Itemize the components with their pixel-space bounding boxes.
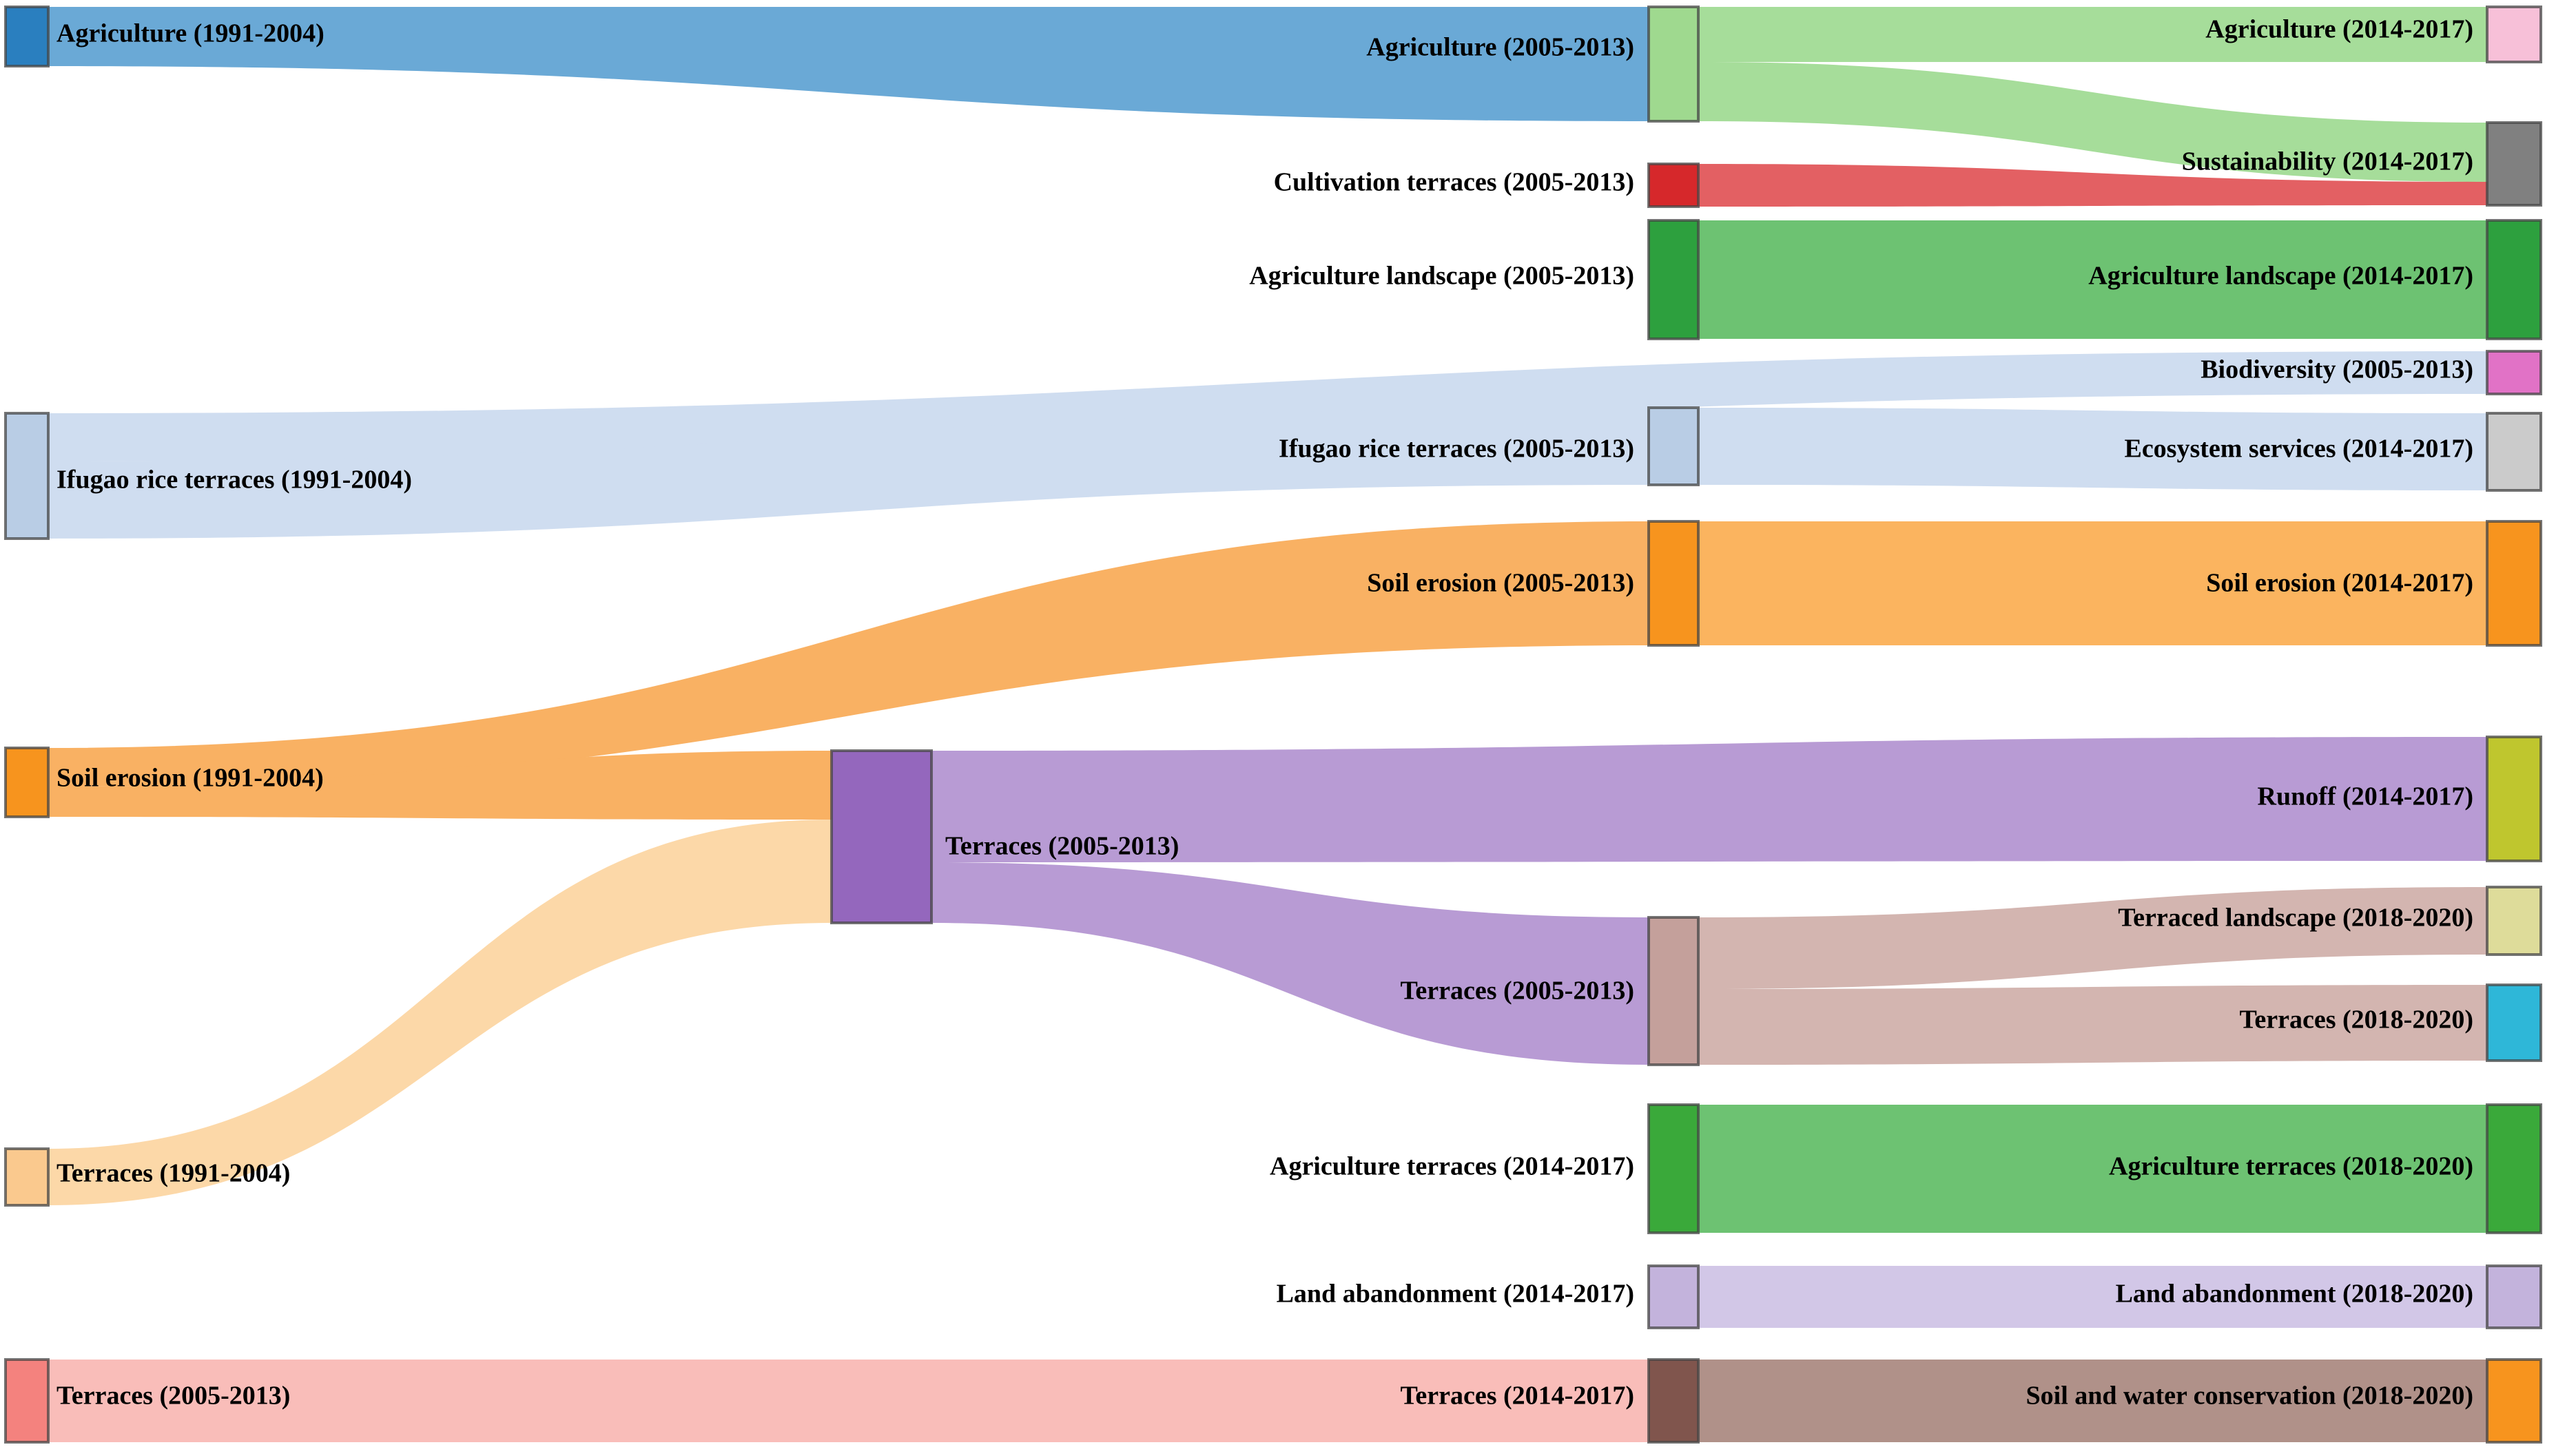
sankey-node-ifugao_rice_terraces_2005_2013[interactable] <box>1647 406 1700 486</box>
sankey-link-soil_erosion_1991_2004-to-terraces_2005_2013_mid[interactable] <box>48 751 832 820</box>
sankey-link-terraces_1991_2004-to-terraces_2005_2013_mid[interactable] <box>48 820 832 1205</box>
sankey-node-terraces_2014_2017[interactable] <box>1647 1358 1700 1444</box>
sankey-node-label-agriculture_landscape_2005_2013: Agriculture landscape (2005-2013) <box>1249 262 1634 291</box>
sankey-link-terraces_2005_2013_left-to-terraces_2014_2017[interactable] <box>48 1360 1649 1442</box>
sankey-node-agriculture_terraces_2014_2017[interactable] <box>1647 1103 1700 1234</box>
sankey-node-biodiversity_2005_2013[interactable] <box>2486 350 2542 395</box>
sankey-node-cultivation_terraces_2005_2013[interactable] <box>1647 163 1700 208</box>
sankey-link-terraces_2005_2013_right-to-terraced_landscape_2018_2020[interactable] <box>1698 887 2487 989</box>
sankey-link-soil_erosion_1991_2004-to-soil_erosion_2005_2013[interactable] <box>48 521 1649 787</box>
sankey-node-soil_erosion_1991_2004[interactable] <box>4 747 50 818</box>
sankey-node-label-terraces_1991_2004: Terraces (1991-2004) <box>56 1159 290 1188</box>
sankey-node-agriculture_2014_2017[interactable] <box>2486 6 2542 63</box>
sankey-node-soil_erosion_2014_2017[interactable] <box>2486 520 2542 647</box>
sankey-node-label-terraces_2018_2020: Terraces (2018-2020) <box>2240 1006 2473 1034</box>
sankey-link-ifugao_rice_terraces_1991_2004-to-biodiversity_2005_2013[interactable] <box>48 351 2487 461</box>
sankey-link-agriculture_landscape_2005_2013-to-agriculture_landscape_2014_2017[interactable] <box>1698 220 2487 339</box>
sankey-node-label-agriculture_2005_2013: Agriculture (2005-2013) <box>1366 33 1634 62</box>
sankey-node-label-ifugao_rice_terraces_2005_2013: Ifugao rice terraces (2005-2013) <box>1279 435 1634 464</box>
sankey-node-label-agriculture_terraces_2014_2017: Agriculture terraces (2014-2017) <box>1270 1152 1634 1181</box>
sankey-node-ifugao_rice_terraces_1991_2004[interactable] <box>4 412 50 540</box>
sankey-node-label-agriculture_2014_2017: Agriculture (2014-2017) <box>2205 15 2473 44</box>
sankey-node-label-biodiversity_2005_2013: Biodiversity (2005-2013) <box>2201 355 2473 384</box>
sankey-link-terraces_2005_2013_mid-to-runoff_2014_2017[interactable] <box>931 737 2487 862</box>
sankey-node-label-agriculture_1991_2004: Agriculture (1991-2004) <box>56 19 324 48</box>
sankey-node-terraces_2005_2013_mid[interactable] <box>830 749 933 924</box>
sankey-node-label-land_abandonment_2018_2020: Land abandonment (2018-2020) <box>2116 1280 2473 1309</box>
sankey-links-layer <box>48 7 2487 1442</box>
sankey-node-label-agriculture_terraces_2018_2020: Agriculture terraces (2018-2020) <box>2109 1152 2473 1181</box>
sankey-node-label-terraced_landscape_2018_2020: Terraced landscape (2018-2020) <box>2118 904 2473 933</box>
sankey-node-soil_and_water_conservation_2018_2020[interactable] <box>2486 1358 2542 1444</box>
sankey-node-label-land_abandonment_2014_2017: Land abandonment (2014-2017) <box>1277 1280 1634 1309</box>
sankey-node-label-soil_erosion_2014_2017: Soil erosion (2014-2017) <box>2206 569 2473 598</box>
sankey-labels-layer: Agriculture (1991-2004) Ifugao rice terra… <box>56 15 2473 1410</box>
sankey-node-label-cultivation_terraces_2005_2013: Cultivation terraces (2005-2013) <box>1274 168 1634 197</box>
sankey-link-ifugao_rice_terraces_1991_2004-to-ifugao_rice_terraces_2005_2013[interactable] <box>48 408 1649 539</box>
sankey-link-agriculture_2005_2013-to-agriculture_2014_2017[interactable] <box>1698 7 2487 62</box>
sankey-nodes-layer <box>4 6 2542 1444</box>
sankey-link-agriculture_2005_2013-to-sustainability_2014_2017[interactable] <box>1698 62 2487 182</box>
sankey-node-agriculture_landscape_2005_2013[interactable] <box>1647 219 1700 340</box>
sankey-node-ecosystem_services_2014_2017[interactable] <box>2486 412 2542 492</box>
sankey-link-agriculture_1991_2004-to-agriculture_2005_2013[interactable] <box>48 7 1649 121</box>
sankey-node-label-soil_erosion_2005_2013: Soil erosion (2005-2013) <box>1367 569 1634 598</box>
sankey-link-cultivation_terraces_2005_2013-to-sustainability_2014_2017[interactable] <box>1698 164 2487 207</box>
sankey-node-label-terraces_2005_2013_left: Terraces (2005-2013) <box>56 1382 290 1410</box>
sankey-node-terraces_1991_2004[interactable] <box>4 1147 50 1207</box>
sankey-node-label-ifugao_rice_terraces_1991_2004: Ifugao rice terraces (1991-2004) <box>56 466 412 495</box>
sankey-node-label-agriculture_landscape_2014_2017: Agriculture landscape (2014-2017) <box>2088 262 2473 291</box>
sankey-link-ifugao_rice_terraces_2005_2013-to-ecosystem_services_2014_2017[interactable] <box>1698 408 2487 490</box>
sankey-link-terraces_2014_2017-to-soil_and_water_conservation_2018_2020[interactable] <box>1698 1360 2487 1442</box>
sankey-node-terraces_2005_2013_right[interactable] <box>1647 916 1700 1066</box>
sankey-node-agriculture_landscape_2014_2017[interactable] <box>2486 219 2542 340</box>
sankey-node-land_abandonment_2014_2017[interactable] <box>1647 1264 1700 1329</box>
sankey-node-agriculture_2005_2013[interactable] <box>1647 6 1700 123</box>
sankey-node-label-runoff_2014_2017: Runoff (2014-2017) <box>2258 782 2473 811</box>
sankey-link-land_abandonment_2014_2017-to-land_abandonment_2018_2020[interactable] <box>1698 1266 2487 1328</box>
sankey-node-label-sustainability_2014_2017: Sustainability (2014-2017) <box>2182 147 2473 176</box>
sankey-node-terraces_2005_2013_left[interactable] <box>4 1358 50 1444</box>
sankey-node-label-terraces_2005_2013_mid: Terraces (2005-2013) <box>945 832 1179 861</box>
sankey-node-agriculture_1991_2004[interactable] <box>4 6 50 67</box>
sankey-node-label-soil_and_water_conservation_2018_2020: Soil and water conservation (2018-2020) <box>2026 1382 2474 1410</box>
sankey-node-land_abandonment_2018_2020[interactable] <box>2486 1264 2542 1329</box>
sankey-node-terraces_2018_2020[interactable] <box>2486 983 2542 1062</box>
sankey-link-soil_erosion_2005_2013-to-soil_erosion_2014_2017[interactable] <box>1698 521 2487 645</box>
sankey-link-terraces_2005_2013_mid-to-terraces_2005_2013_right[interactable] <box>931 862 1649 1065</box>
sankey-link-terraces_2005_2013_right-to-terraces_2018_2020[interactable] <box>1698 985 2487 1065</box>
sankey-node-soil_erosion_2005_2013[interactable] <box>1647 520 1700 647</box>
sankey-node-agriculture_terraces_2018_2020[interactable] <box>2486 1103 2542 1234</box>
sankey-link-agriculture_terraces_2014_2017-to-agriculture_terraces_2018_2020[interactable] <box>1698 1105 2487 1233</box>
sankey-node-label-terraces_2005_2013_right: Terraces (2005-2013) <box>1401 977 1634 1006</box>
sankey-node-label-soil_erosion_1991_2004: Soil erosion (1991-2004) <box>56 764 324 793</box>
sankey-node-terraced_landscape_2018_2020[interactable] <box>2486 886 2542 956</box>
sankey-node-label-ecosystem_services_2014_2017: Ecosystem services (2014-2017) <box>2124 435 2473 464</box>
sankey-node-label-terraces_2014_2017: Terraces (2014-2017) <box>1401 1382 1634 1410</box>
sankey-node-sustainability_2014_2017[interactable] <box>2486 121 2542 207</box>
sankey-node-runoff_2014_2017[interactable] <box>2486 736 2542 862</box>
